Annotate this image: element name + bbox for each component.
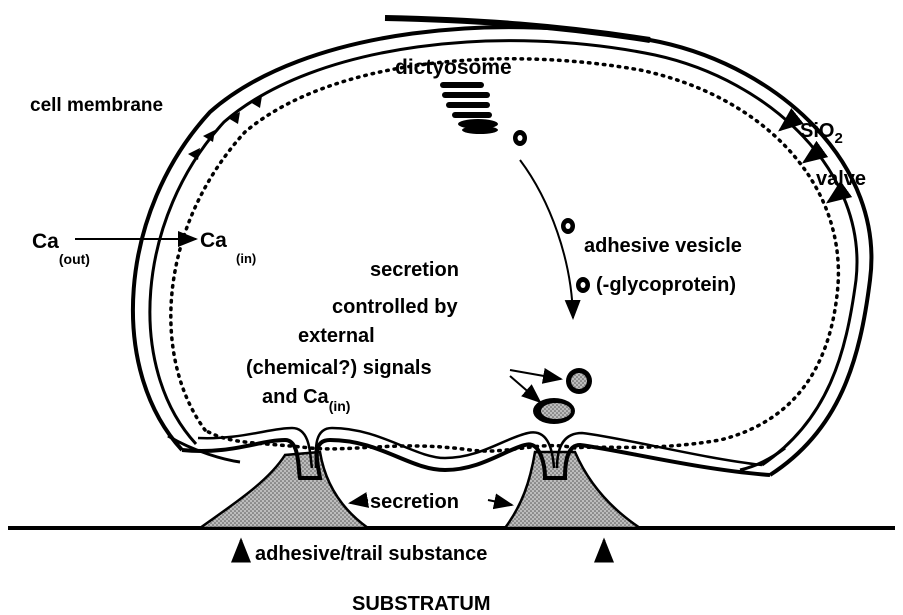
dictyosome-organelle (440, 82, 498, 134)
label-glycoprotein: (-glycoprotein) (596, 274, 736, 296)
label-and-ca-sub: (in) (329, 398, 351, 414)
label-sio2-sub: 2 (834, 130, 842, 147)
label-adhesive-trail: adhesive/trail substance (255, 543, 487, 565)
label-cell-membrane: cell membrane (30, 95, 163, 116)
vesicle-1 (513, 130, 527, 146)
vesicle-transport-arrow (520, 160, 573, 318)
label-ca-in-base: Ca (200, 229, 227, 252)
label-adhesive-vesicle: adhesive vesicle (584, 235, 742, 257)
label-and-ca-base: and Ca (262, 386, 330, 408)
adhesive-pad-right (505, 452, 640, 528)
label-ca-out: Ca(out) (32, 230, 90, 267)
vesicle-large (566, 368, 592, 394)
label-and-ca: and Ca(in) (262, 386, 350, 414)
label-secretion-line-2: controlled by (332, 296, 458, 318)
label-dictyosome: dictyosome (395, 56, 512, 79)
secretion-arrow-right (488, 500, 512, 505)
secretion-arrow-left (350, 500, 368, 503)
valve-pointer-1 (804, 152, 818, 162)
vesicle-2 (561, 218, 575, 234)
substratum-line (8, 526, 895, 530)
adhesive-pad-left (200, 452, 368, 528)
label-valve: valve (816, 168, 866, 190)
label-substratum: SUBSTRATUM (352, 593, 491, 615)
vesicle-3 (576, 277, 590, 293)
label-sio2: SiO2 (800, 120, 843, 147)
label-secretion: secretion (370, 491, 459, 513)
label-sio2-base: SiO (800, 120, 834, 142)
label-ca-out-base: Ca (32, 230, 59, 253)
label-secretion-line-1: secretion (370, 259, 459, 281)
label-secretion-line-4: (chemical?) signals (246, 357, 432, 379)
label-secretion-line-3: external (298, 325, 375, 347)
label-ca-in: Ca (in) (200, 229, 256, 266)
signals-arrow-upper (510, 370, 561, 379)
label-ca-out-sub: (out) (59, 251, 90, 267)
valve-flap-right (740, 448, 785, 470)
label-ca-in-sub: (in) (236, 251, 256, 266)
valve-pointer-2 (828, 192, 842, 202)
signals-arrow-lower (510, 376, 540, 402)
